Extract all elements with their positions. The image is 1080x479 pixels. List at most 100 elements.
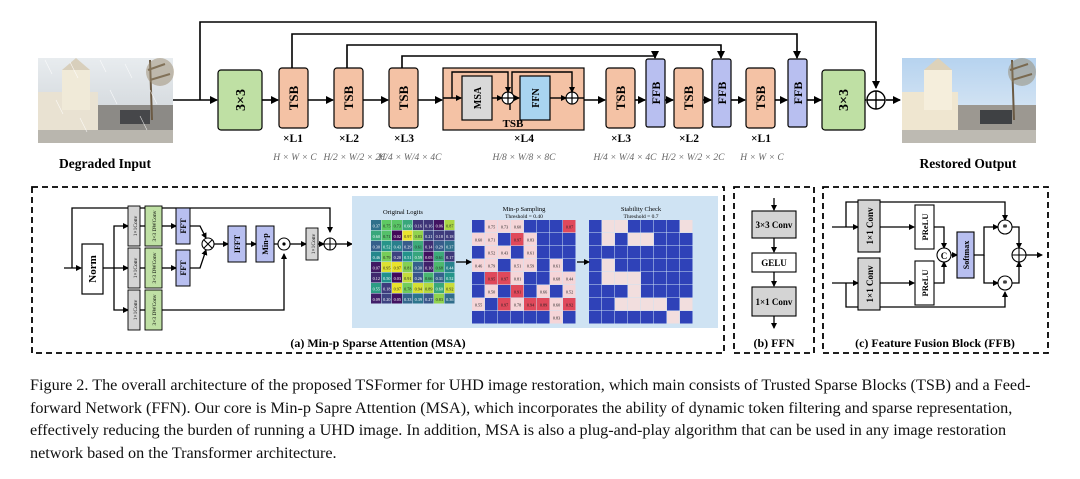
heat-cell <box>537 272 550 285</box>
heat-cell <box>589 285 602 298</box>
heat-cell <box>413 251 423 262</box>
heat-cell-label: 0.83 <box>527 238 534 243</box>
svg-text:FFB: FFB <box>715 82 729 105</box>
heat-cell <box>485 259 498 272</box>
heat-cell <box>641 259 654 272</box>
heat-cell <box>434 230 444 241</box>
resolution-4: H/8 × W/8 × 8C <box>492 153 557 163</box>
heat-cell <box>444 262 455 272</box>
heat-cell <box>485 285 498 298</box>
ffb-block-1: FFB <box>645 58 666 128</box>
ffn-gelu-label: GELU <box>761 258 787 268</box>
heat-cell-label: 0.44 <box>446 265 454 270</box>
repeat-l1: ×L1 <box>283 133 303 145</box>
heat-cell <box>667 259 680 272</box>
heat-cell <box>371 262 381 272</box>
heat-title-sampling: Min-p Sampling <box>503 206 547 213</box>
heat-cell-label: 0.61 <box>527 251 534 256</box>
heat-cell-label: 0.59 <box>527 264 534 269</box>
heat-cell-label: 0.81 <box>404 265 411 270</box>
heat-cell <box>498 233 511 246</box>
heat-cell <box>628 259 641 272</box>
heat-cell-label: 0.06 <box>436 223 443 228</box>
conv-out-msa-label: 1×1Conv <box>311 233 317 254</box>
ffn-conv3-label: 3×3 Conv <box>756 220 793 230</box>
heat-cell <box>444 293 455 304</box>
heat-cell <box>524 220 537 233</box>
heat-cell <box>413 293 423 304</box>
heat-cell <box>524 259 537 272</box>
heat-cell <box>485 272 498 285</box>
degraded-input-image <box>38 58 174 143</box>
svg-text:3×3 DWConv: 3×3 DWConv <box>152 294 158 325</box>
heat-cell-label: 0.75 <box>488 225 495 230</box>
heat-cell <box>537 233 550 246</box>
heat-cell-label: 0.55 <box>373 286 380 291</box>
restored-output-image <box>902 58 1036 143</box>
heat-cell <box>654 246 667 259</box>
multiply-icon <box>201 237 215 251</box>
heat-cell <box>615 233 628 246</box>
heat-cell <box>511 285 524 298</box>
ffb-multiply-icon-1: * <box>997 219 1013 235</box>
heat-cell-label: 0.73 <box>394 223 401 228</box>
heat-cell <box>550 285 563 298</box>
minp-label: Min-p <box>261 233 270 255</box>
heat-cell-label: 0.16 <box>425 223 432 228</box>
heat-cell <box>498 220 511 233</box>
heat-cell <box>402 262 413 272</box>
heat-cell <box>423 220 434 230</box>
heat-cell <box>563 285 576 298</box>
heat-cell-label: 0.83 <box>415 234 422 239</box>
heat-cell <box>498 272 511 285</box>
heat-cell <box>402 293 413 304</box>
heat-cell-label: 0.17 <box>446 255 453 260</box>
heat-cell <box>524 298 537 311</box>
heat-cell-label: 0.60 <box>436 286 443 291</box>
heat-cell-label: 0.50 <box>488 290 495 295</box>
ffb-block-2: FFB <box>711 58 732 128</box>
heat-cell <box>589 233 602 246</box>
heat-cell <box>371 283 381 293</box>
svg-text:*: * <box>1003 223 1008 234</box>
heat-cell-label: 0.29 <box>436 244 443 249</box>
heat-cell-label: 0.21 <box>425 234 432 239</box>
heat-cell-label: 0.14 <box>425 244 433 249</box>
tsb-group: MSA FFN TSB <box>442 67 585 131</box>
heat-cell <box>602 311 615 324</box>
heat-cell <box>485 233 498 246</box>
input-label: Degraded Input <box>59 156 151 171</box>
heat-cell-label: 0.97 <box>501 303 508 308</box>
heat-cell-label: 0.37 <box>446 244 453 249</box>
ffb-conv-label-2: 1×1 Conv <box>865 265 875 302</box>
heat-cell <box>602 272 615 285</box>
heat-cell-label: 0.30 <box>415 265 422 270</box>
heat-cell <box>563 220 576 233</box>
heat-cell <box>392 262 402 272</box>
msa-panel-frame <box>31 186 725 354</box>
heat-cell <box>498 311 511 324</box>
heat-cell <box>434 251 444 262</box>
heat-cell <box>511 298 524 311</box>
fft-label-2: FFT <box>179 260 188 276</box>
heat-cell <box>680 220 693 233</box>
ffb-prelu-label-2: PReLU <box>920 270 930 297</box>
heat-cell-label: 0.94 <box>415 286 423 291</box>
heat-cell-label: 0.10 <box>425 265 432 270</box>
heat-cell <box>615 298 628 311</box>
heat-cell <box>472 233 485 246</box>
heat-cell <box>654 220 667 233</box>
heat-cell <box>392 251 402 262</box>
msa-add-icon <box>323 237 337 251</box>
heat-cell <box>392 220 402 230</box>
heat-cell <box>434 241 444 251</box>
heat-cell <box>615 259 628 272</box>
heat-cell <box>680 311 693 324</box>
heat-cell <box>381 283 392 293</box>
tsb-block-4: TSB <box>605 67 636 129</box>
heat-cell-label: 0.55 <box>475 303 482 308</box>
heat-cell <box>423 251 434 262</box>
heat-cell <box>485 298 498 311</box>
tsb-group-label: TSB <box>503 118 524 130</box>
